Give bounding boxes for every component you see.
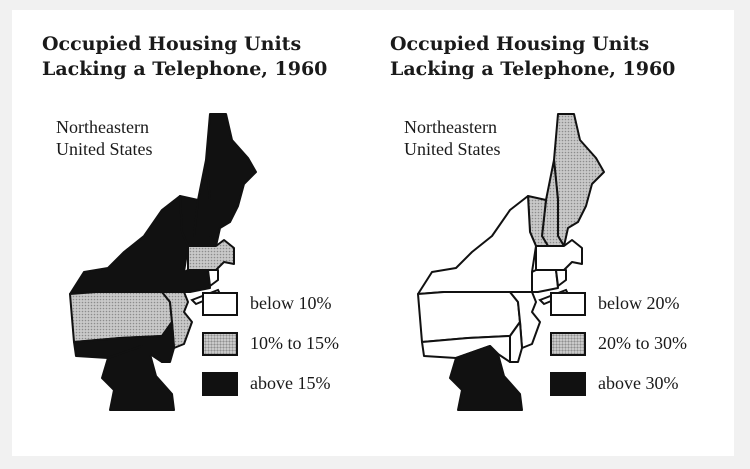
legend-swatch	[550, 332, 586, 356]
northeast-map	[69, 113, 257, 411]
state-new-york	[417, 195, 537, 295]
title-line-2: Lacking a Telephone, 1960	[390, 58, 676, 80]
title-line-1: Occupied Housing Units	[390, 33, 650, 55]
region-line-2: United States	[404, 139, 501, 159]
map-title: Occupied Housing Units Lacking a Telepho…	[390, 32, 710, 82]
title-line-2: Lacking a Telephone, 1960	[42, 58, 328, 80]
legend-label: below 10%	[250, 293, 332, 313]
state-pennsylvania	[69, 291, 173, 343]
state-rhode-island	[207, 269, 219, 287]
title-line-1: Occupied Housing Units	[42, 33, 302, 55]
region-line-1: Northeastern	[404, 117, 497, 137]
state-connecticut	[531, 269, 559, 293]
legend-swatch	[550, 292, 586, 316]
state-virginia	[449, 345, 523, 411]
map-panel-right: Occupied Housing Units Lacking a Telepho…	[360, 10, 720, 456]
state-pennsylvania	[417, 291, 521, 343]
state-new-jersey	[161, 291, 193, 349]
map-title: Occupied Housing Units Lacking a Telepho…	[42, 32, 362, 82]
legend-label: 20% to 30%	[598, 333, 687, 353]
region-label: Northeastern United States	[404, 116, 554, 160]
state-new-jersey	[509, 291, 541, 349]
state-rhode-island	[555, 269, 567, 287]
legend-swatch	[550, 372, 586, 396]
map-panel-left: Occupied Housing Units Lacking a Telepho…	[12, 10, 372, 456]
legend-label: below 20%	[598, 293, 680, 313]
state-new-york	[69, 195, 189, 295]
state-virginia	[101, 345, 175, 411]
state-maine	[553, 113, 605, 247]
legend-swatch	[202, 292, 238, 316]
legend-swatch	[202, 332, 238, 356]
legend-label: 10% to 15%	[250, 333, 339, 353]
legend-swatch	[202, 372, 238, 396]
region-label: Northeastern United States	[56, 116, 206, 160]
figure-card: Occupied Housing Units Lacking a Telepho…	[12, 10, 734, 456]
region-line-2: United States	[56, 139, 153, 159]
state-connecticut	[183, 269, 211, 293]
state-maine	[205, 113, 257, 247]
legend-label: above 15%	[250, 373, 331, 393]
northeast-map	[417, 113, 605, 411]
region-line-1: Northeastern	[56, 117, 149, 137]
legend-label: above 30%	[598, 373, 679, 393]
